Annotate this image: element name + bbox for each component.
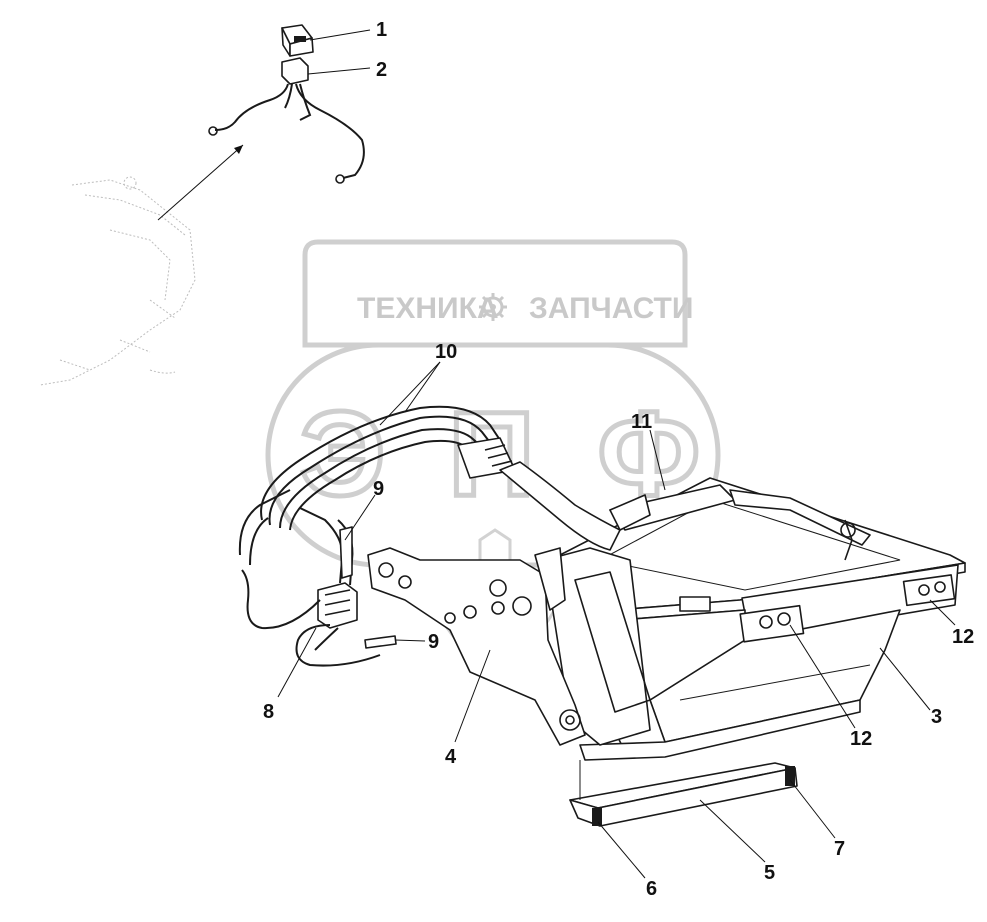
callout-9-lower: 9 [428, 631, 439, 653]
callout-8: 8 [263, 701, 274, 723]
vent-panel-right [902, 574, 956, 607]
part-8-valve-assembly [241, 507, 381, 667]
callout-10: 10 [435, 341, 457, 363]
callout-2: 2 [376, 59, 387, 81]
callout-1: 1 [376, 19, 387, 41]
callout-12-center: 12 [850, 728, 872, 750]
tractor-reference-sketch [39, 176, 196, 386]
watermark-text-left: ТЕХНИКА [357, 292, 499, 325]
callout-5: 5 [764, 862, 775, 884]
vent-panel-left [739, 604, 805, 643]
callout-12-right: 12 [952, 626, 974, 648]
part-5-bottom-strip [569, 762, 798, 827]
callout-4: 4 [445, 746, 457, 768]
callout-3: 3 [931, 706, 942, 728]
part-1-rocker-switch [281, 24, 314, 57]
part-7-end-cap [785, 766, 795, 786]
reference-arrow [157, 144, 244, 221]
part-10-hydraulic-hoses [238, 405, 651, 566]
callout-11: 11 [631, 411, 652, 433]
part-4-mount-bracket [367, 547, 586, 746]
callout-7: 7 [834, 838, 845, 860]
watermark-text-right: ЗАПЧАСТИ [529, 292, 693, 325]
gear-icon [479, 293, 507, 321]
leader-lines [277, 29, 956, 879]
callout-6: 6 [646, 878, 657, 900]
part-9-fitting-lower [364, 635, 397, 649]
callout-labels: 1 2 3 4 5 6 7 8 9 9 10 11 12 12 [263, 19, 974, 900]
callout-9-upper: 9 [373, 478, 384, 500]
part-9-fitting-upper [339, 526, 353, 579]
part-2-connector-harness [208, 57, 365, 184]
part-6-end-cap [592, 808, 602, 826]
